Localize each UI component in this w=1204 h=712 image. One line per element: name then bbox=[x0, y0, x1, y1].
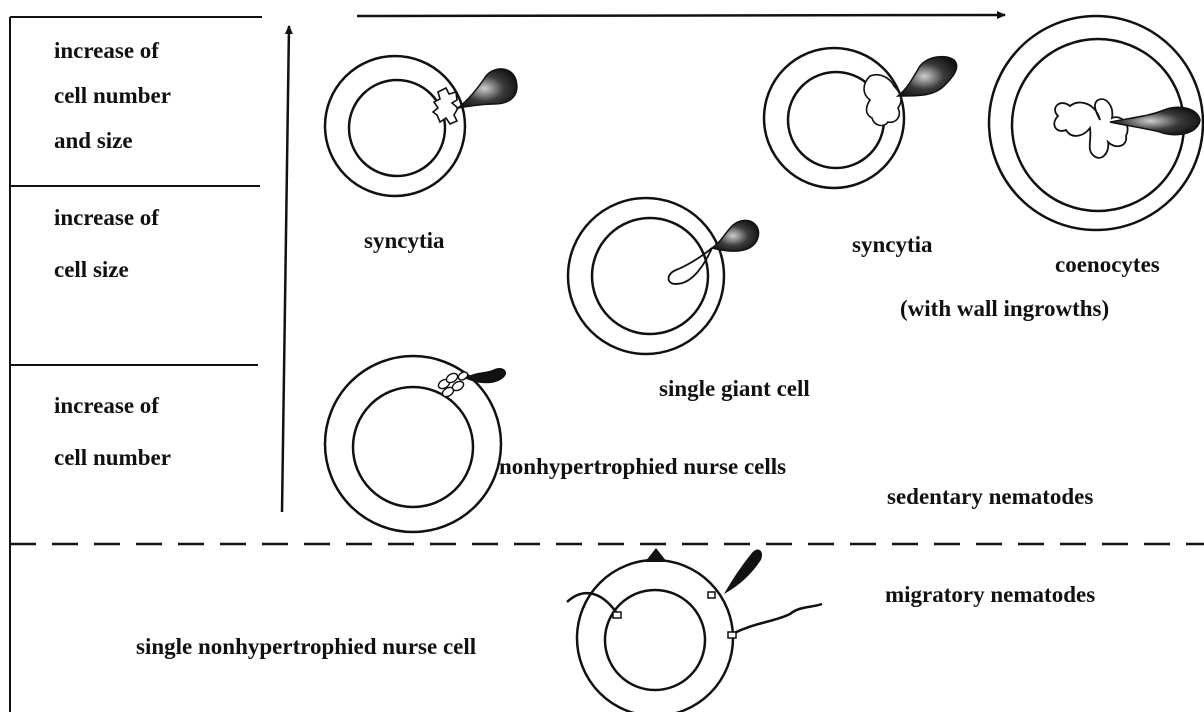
nematode-icon bbox=[458, 69, 517, 108]
coenocytes-cell bbox=[989, 16, 1203, 230]
row-label-line: cell size bbox=[54, 244, 159, 296]
giant-cell-loop-icon bbox=[669, 248, 713, 284]
label-syncytia-right: syncytia bbox=[852, 230, 933, 260]
row-label-size: increase of cell size bbox=[54, 192, 159, 296]
feeding-site-icon bbox=[728, 632, 736, 638]
nematode-icon bbox=[712, 220, 759, 251]
label-single-nonhypertrophied-nurse-cell: single nonhypertrophied nurse cell bbox=[136, 632, 476, 662]
row-label-line: cell number bbox=[54, 432, 171, 484]
row-label-line: and size bbox=[54, 118, 171, 163]
feeding-site-icon bbox=[613, 612, 621, 618]
syncytia-cell-right bbox=[764, 48, 957, 188]
nematode-icon bbox=[898, 57, 957, 96]
nematode-icon bbox=[466, 369, 505, 383]
label-sedentary-nematodes: sedentary nematodes bbox=[887, 482, 1093, 512]
nematode-worm-right-icon bbox=[732, 604, 822, 634]
nematode-worm-left-icon bbox=[567, 593, 616, 612]
label-single-giant-cell: single giant cell bbox=[659, 374, 810, 404]
nematode-icon bbox=[726, 550, 761, 592]
label-syncytia-left: syncytia bbox=[364, 226, 445, 256]
label-coenocytes: coenocytes bbox=[1055, 250, 1160, 280]
feeding-site-icon bbox=[708, 592, 715, 598]
coenocyte-mass-icon bbox=[1054, 99, 1127, 158]
row-label-number: increase of cell number bbox=[54, 380, 171, 484]
row-label-line: cell number bbox=[54, 73, 171, 118]
row-label-line: increase of bbox=[54, 192, 159, 244]
label-nonhypertrophied-nurse-cells: nonhypertrophied nurse cells bbox=[499, 452, 786, 482]
horizontal-axis-arrow bbox=[357, 15, 1005, 16]
row-label-line: increase of bbox=[54, 380, 171, 432]
nonhypertrophied-nurse-cells bbox=[325, 356, 505, 532]
syncytia-mass-icon bbox=[433, 88, 458, 124]
up-arrow-icon bbox=[645, 548, 667, 562]
label-wall-ingrowths: (with wall ingrowths) bbox=[900, 294, 1109, 324]
single-giant-cell bbox=[568, 198, 759, 354]
vertical-axis-arrow bbox=[282, 26, 289, 512]
row-label-line: increase of bbox=[54, 28, 171, 73]
syncytia-cell-left bbox=[325, 56, 517, 196]
migratory-nurse-cell bbox=[567, 548, 822, 712]
label-migratory-nematodes: migratory nematodes bbox=[885, 580, 1095, 610]
row-label-number-and-size: increase of cell number and size bbox=[54, 28, 171, 163]
